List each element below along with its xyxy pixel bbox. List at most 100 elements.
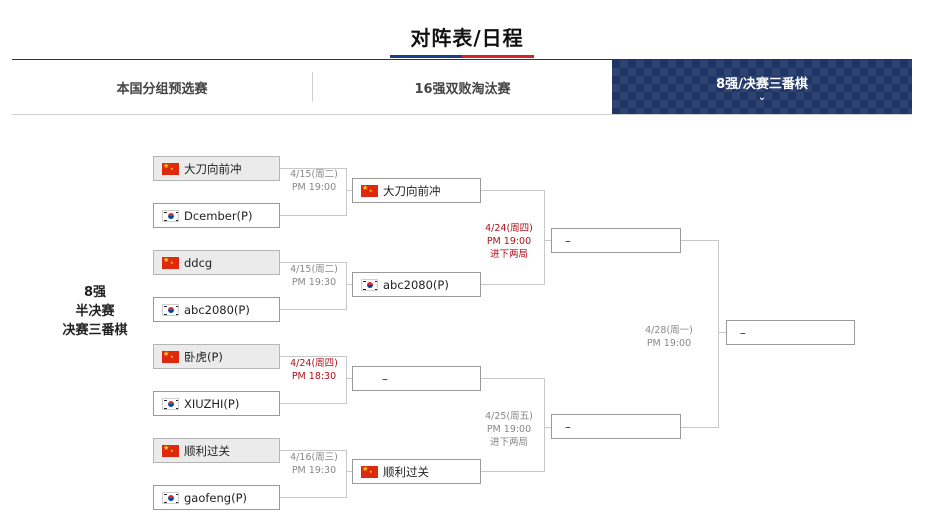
bracket-player-r1-2[interactable]: Dcember(P) [153, 203, 280, 228]
bracket-connector [346, 262, 347, 310]
bracket-connector [718, 332, 726, 333]
bracket-connector [346, 378, 352, 379]
bracket-connector [544, 378, 545, 472]
tab-round-of-16[interactable]: 16强双败淘汰赛 [313, 60, 612, 114]
bracket-player-r2-3[interactable]: – [352, 366, 481, 391]
bracket-connector [681, 427, 718, 428]
korea-flag-icon [361, 278, 378, 291]
match-note: 进下两局 [489, 437, 528, 448]
match-time: PM 19:00 [486, 236, 532, 247]
bracket-connector [544, 190, 545, 285]
bracket-connector [346, 190, 352, 191]
match-time: PM 19:00 [646, 338, 692, 349]
bracket-connector [681, 240, 718, 241]
bracket-player-r1-1[interactable]: 大刀向前冲 [153, 156, 280, 181]
stage-label-line: 决赛三番棋 [62, 323, 128, 338]
bracket-connector [718, 240, 719, 428]
china-flag-icon [361, 183, 378, 197]
match-time: PM 19:30 [291, 465, 337, 476]
bracket-connector [481, 190, 544, 191]
bracket-connector [544, 240, 551, 241]
tab-label: 本国分组预选赛 [116, 81, 208, 97]
tab-separator [312, 72, 313, 102]
match-date: 4/15(周二) [290, 169, 338, 180]
bracket-player-r1-3[interactable]: ddcg [153, 250, 280, 275]
match-date: 4/16(周三) [290, 452, 338, 463]
tab-quarterfinal-final[interactable]: 8强/决赛三番棋 ⌄ [612, 60, 912, 114]
stage-label: 8强 半决赛 决赛三番棋 [40, 283, 150, 340]
bracket-connector [280, 356, 346, 357]
bracket-player-r2-2[interactable]: abc2080(P) [352, 272, 481, 297]
bracket-connector [280, 497, 346, 498]
player-name: – [565, 233, 571, 248]
match-time: PM 19:00 [486, 424, 532, 435]
bracket-connector [481, 284, 544, 285]
match-time: PM 19:00 [291, 182, 337, 193]
player-name: 卧虎(P) [184, 349, 223, 364]
bracket-connector [346, 356, 347, 404]
bracket-connector [280, 215, 346, 216]
player-name: abc2080(P) [383, 277, 449, 292]
china-flag-icon [162, 161, 179, 175]
bracket-champion[interactable]: – [726, 320, 855, 345]
china-flag-icon [162, 349, 179, 363]
bracket-connector [280, 450, 346, 451]
player-name: 大刀向前冲 [184, 161, 242, 176]
player-name: 顺利过关 [184, 443, 230, 458]
player-name: gaofeng(P) [184, 490, 248, 505]
match-schedule: 4/28(周一) PM 19:00 [638, 324, 700, 350]
player-name: 顺利过关 [383, 464, 429, 479]
bracket-connector [544, 427, 551, 428]
tab-label: 8强/决赛三番棋 [716, 76, 808, 92]
bracket-connector [280, 403, 346, 404]
bracket-player-r2-1[interactable]: 大刀向前冲 [352, 178, 481, 203]
bracket-connector [280, 168, 346, 169]
bracket-player-r1-7[interactable]: 顺利过关 [153, 438, 280, 463]
bracket-connector [481, 471, 544, 472]
match-date: 4/15(周二) [290, 264, 338, 275]
match-schedule: 4/24(周四) PM 19:00 进下两局 [478, 222, 540, 261]
chevron-down-icon: ⌄ [757, 91, 767, 103]
tabs-top-divider [12, 59, 912, 60]
player-name: 大刀向前冲 [383, 183, 441, 198]
bracket-connector [346, 450, 347, 498]
match-date: 4/24(周四) [485, 223, 533, 234]
stage-label-line: 半决赛 [75, 304, 115, 319]
china-flag-icon [361, 464, 378, 478]
china-flag-icon [162, 255, 179, 269]
player-name: XIUZHI(P) [184, 396, 240, 411]
page-title: 对阵表/日程 [410, 26, 524, 50]
bracket-connector [481, 378, 544, 379]
match-schedule: 4/15(周二) PM 19:00 [284, 168, 344, 194]
bracket-connector [346, 284, 352, 285]
match-date: 4/24(周四) [290, 358, 338, 369]
bracket-connector [346, 471, 352, 472]
bracket-connector [280, 262, 346, 263]
player-name: abc2080(P) [184, 302, 250, 317]
bracket-connector [280, 309, 346, 310]
bracket-player-r1-5[interactable]: 卧虎(P) [153, 344, 280, 369]
korea-flag-icon [162, 397, 179, 410]
match-date: 4/28(周一) [645, 325, 693, 336]
title-underline-red [462, 55, 534, 58]
bracket-player-r2-4[interactable]: 顺利过关 [352, 459, 481, 484]
bracket-player-r1-8[interactable]: gaofeng(P) [153, 485, 280, 510]
player-name: Dcember(P) [184, 208, 253, 223]
player-name: – [565, 419, 571, 434]
tab-group-qualifier[interactable]: 本国分组预选赛 [12, 60, 312, 114]
match-time: PM 18:30 [291, 371, 337, 382]
bracket-player-r1-6[interactable]: XIUZHI(P) [153, 391, 280, 416]
player-name: – [740, 325, 746, 340]
korea-flag-icon [162, 209, 179, 222]
tab-label: 16强双败淘汰赛 [414, 81, 511, 97]
bracket-player-r1-4[interactable]: abc2080(P) [153, 297, 280, 322]
match-schedule: 4/25(周五) PM 19:00 进下两局 [478, 410, 540, 449]
tabs-bottom-divider [12, 114, 912, 115]
bracket-player-sf-1[interactable]: – [551, 228, 681, 253]
title-underline-blue [390, 55, 462, 58]
bracket-player-sf-2[interactable]: – [551, 414, 681, 439]
match-time: PM 19:30 [291, 277, 337, 288]
korea-flag-icon [162, 303, 179, 316]
match-note: 进下两局 [489, 249, 528, 260]
match-schedule: 4/15(周二) PM 19:30 [284, 263, 344, 289]
